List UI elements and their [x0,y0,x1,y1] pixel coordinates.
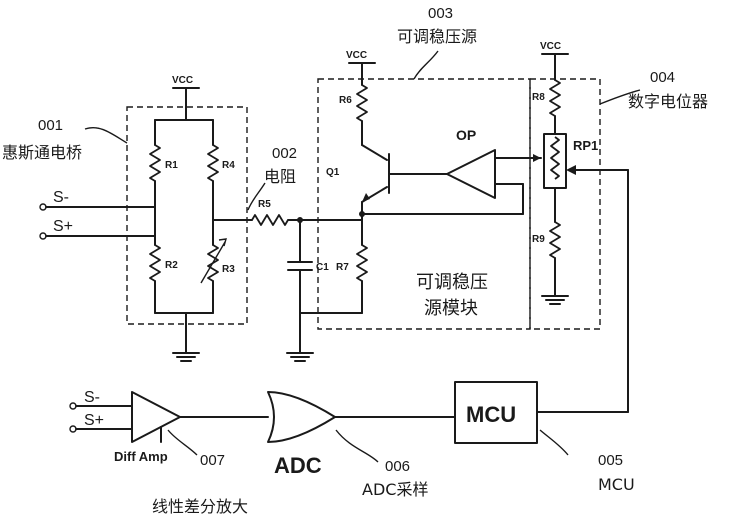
bridge-circuit: VCC R1 R2 R4 [40,75,252,361]
digipot-module-box [530,79,600,329]
regulator-circuit: VCC Q1 OP R6 R7 可调稳压 源模块 [326,50,541,319]
resistor-name: 电阻 [264,167,296,186]
digipot-vcc-label: VCC [540,41,561,52]
r8-label: R8 [532,92,545,103]
op-label: OP [456,127,476,143]
resistor-r7 [357,245,367,281]
regulator-module-label-line1: 可调稳压 [416,272,488,293]
adc-symbol [268,392,335,442]
signal-chain: MCU Diff Amp ADC S- S+ [70,382,537,478]
digipot-circuit: VCC R8 R9 RP1 [532,41,628,304]
amp-code: 007 [200,452,225,469]
bridge-vcc-label: VCC [172,75,193,86]
q1-label: Q1 [326,167,340,178]
transistor-q1 [362,145,447,202]
digipot-ground-icon [542,296,568,304]
capacitor-c1 [288,262,312,270]
bridge-ground-icon [173,353,199,361]
r7-label: R7 [336,262,349,273]
amp-s-plus-label: S+ [84,412,104,429]
bridge-code: 001 [38,117,63,134]
r3-label: R3 [222,264,235,275]
adc-name: ADC采样 [362,480,428,499]
digipot-name: 数字电位器 [628,92,708,111]
mcu-code: 005 [598,452,623,469]
amp-s-minus-label: S- [84,389,100,406]
rp1-label: RP1 [573,138,598,153]
resistor-r6 [357,85,367,121]
bridge-s-plus-label: S+ [53,218,73,235]
resistor-r9 [550,222,560,258]
c1-ground-icon [287,353,313,361]
r5-c1-circuit: R5 C1 [252,199,362,361]
diff-amp-symbol-label: Diff Amp [114,449,168,464]
amp-name: 线性差分放大 [152,497,248,516]
resistor-code: 002 [272,145,297,162]
bridge-name: 惠斯通电桥 [2,143,82,162]
resistor-r8 [550,80,560,116]
op-amp [447,150,541,198]
c1-label: C1 [316,262,329,273]
r4-label: R4 [222,160,235,171]
bridge-module-box [127,107,247,324]
bridge-s-minus-label: S- [53,189,69,206]
adc-symbol-label: ADC [274,453,322,478]
regulator-name: 可调稳压源 [397,27,477,46]
resistor-r1 [150,145,160,181]
r1-label: R1 [165,160,178,171]
regulator-vcc-label: VCC [346,50,367,61]
resistor-r5 [252,215,288,225]
adc-code: 006 [385,458,410,475]
mcu-name: MCU [598,475,635,494]
regulator-code: 003 [428,5,453,22]
r5-label: R5 [258,199,271,210]
r6-label: R6 [339,95,352,106]
r2-label: R2 [165,260,178,271]
resistor-r4 [208,145,218,181]
regulator-module-label-line2: 源模块 [424,298,478,319]
mcu-box-label: MCU [466,402,516,427]
r9-label: R9 [532,234,545,245]
digipot-code: 004 [650,69,675,86]
resistor-r2 [150,245,160,281]
